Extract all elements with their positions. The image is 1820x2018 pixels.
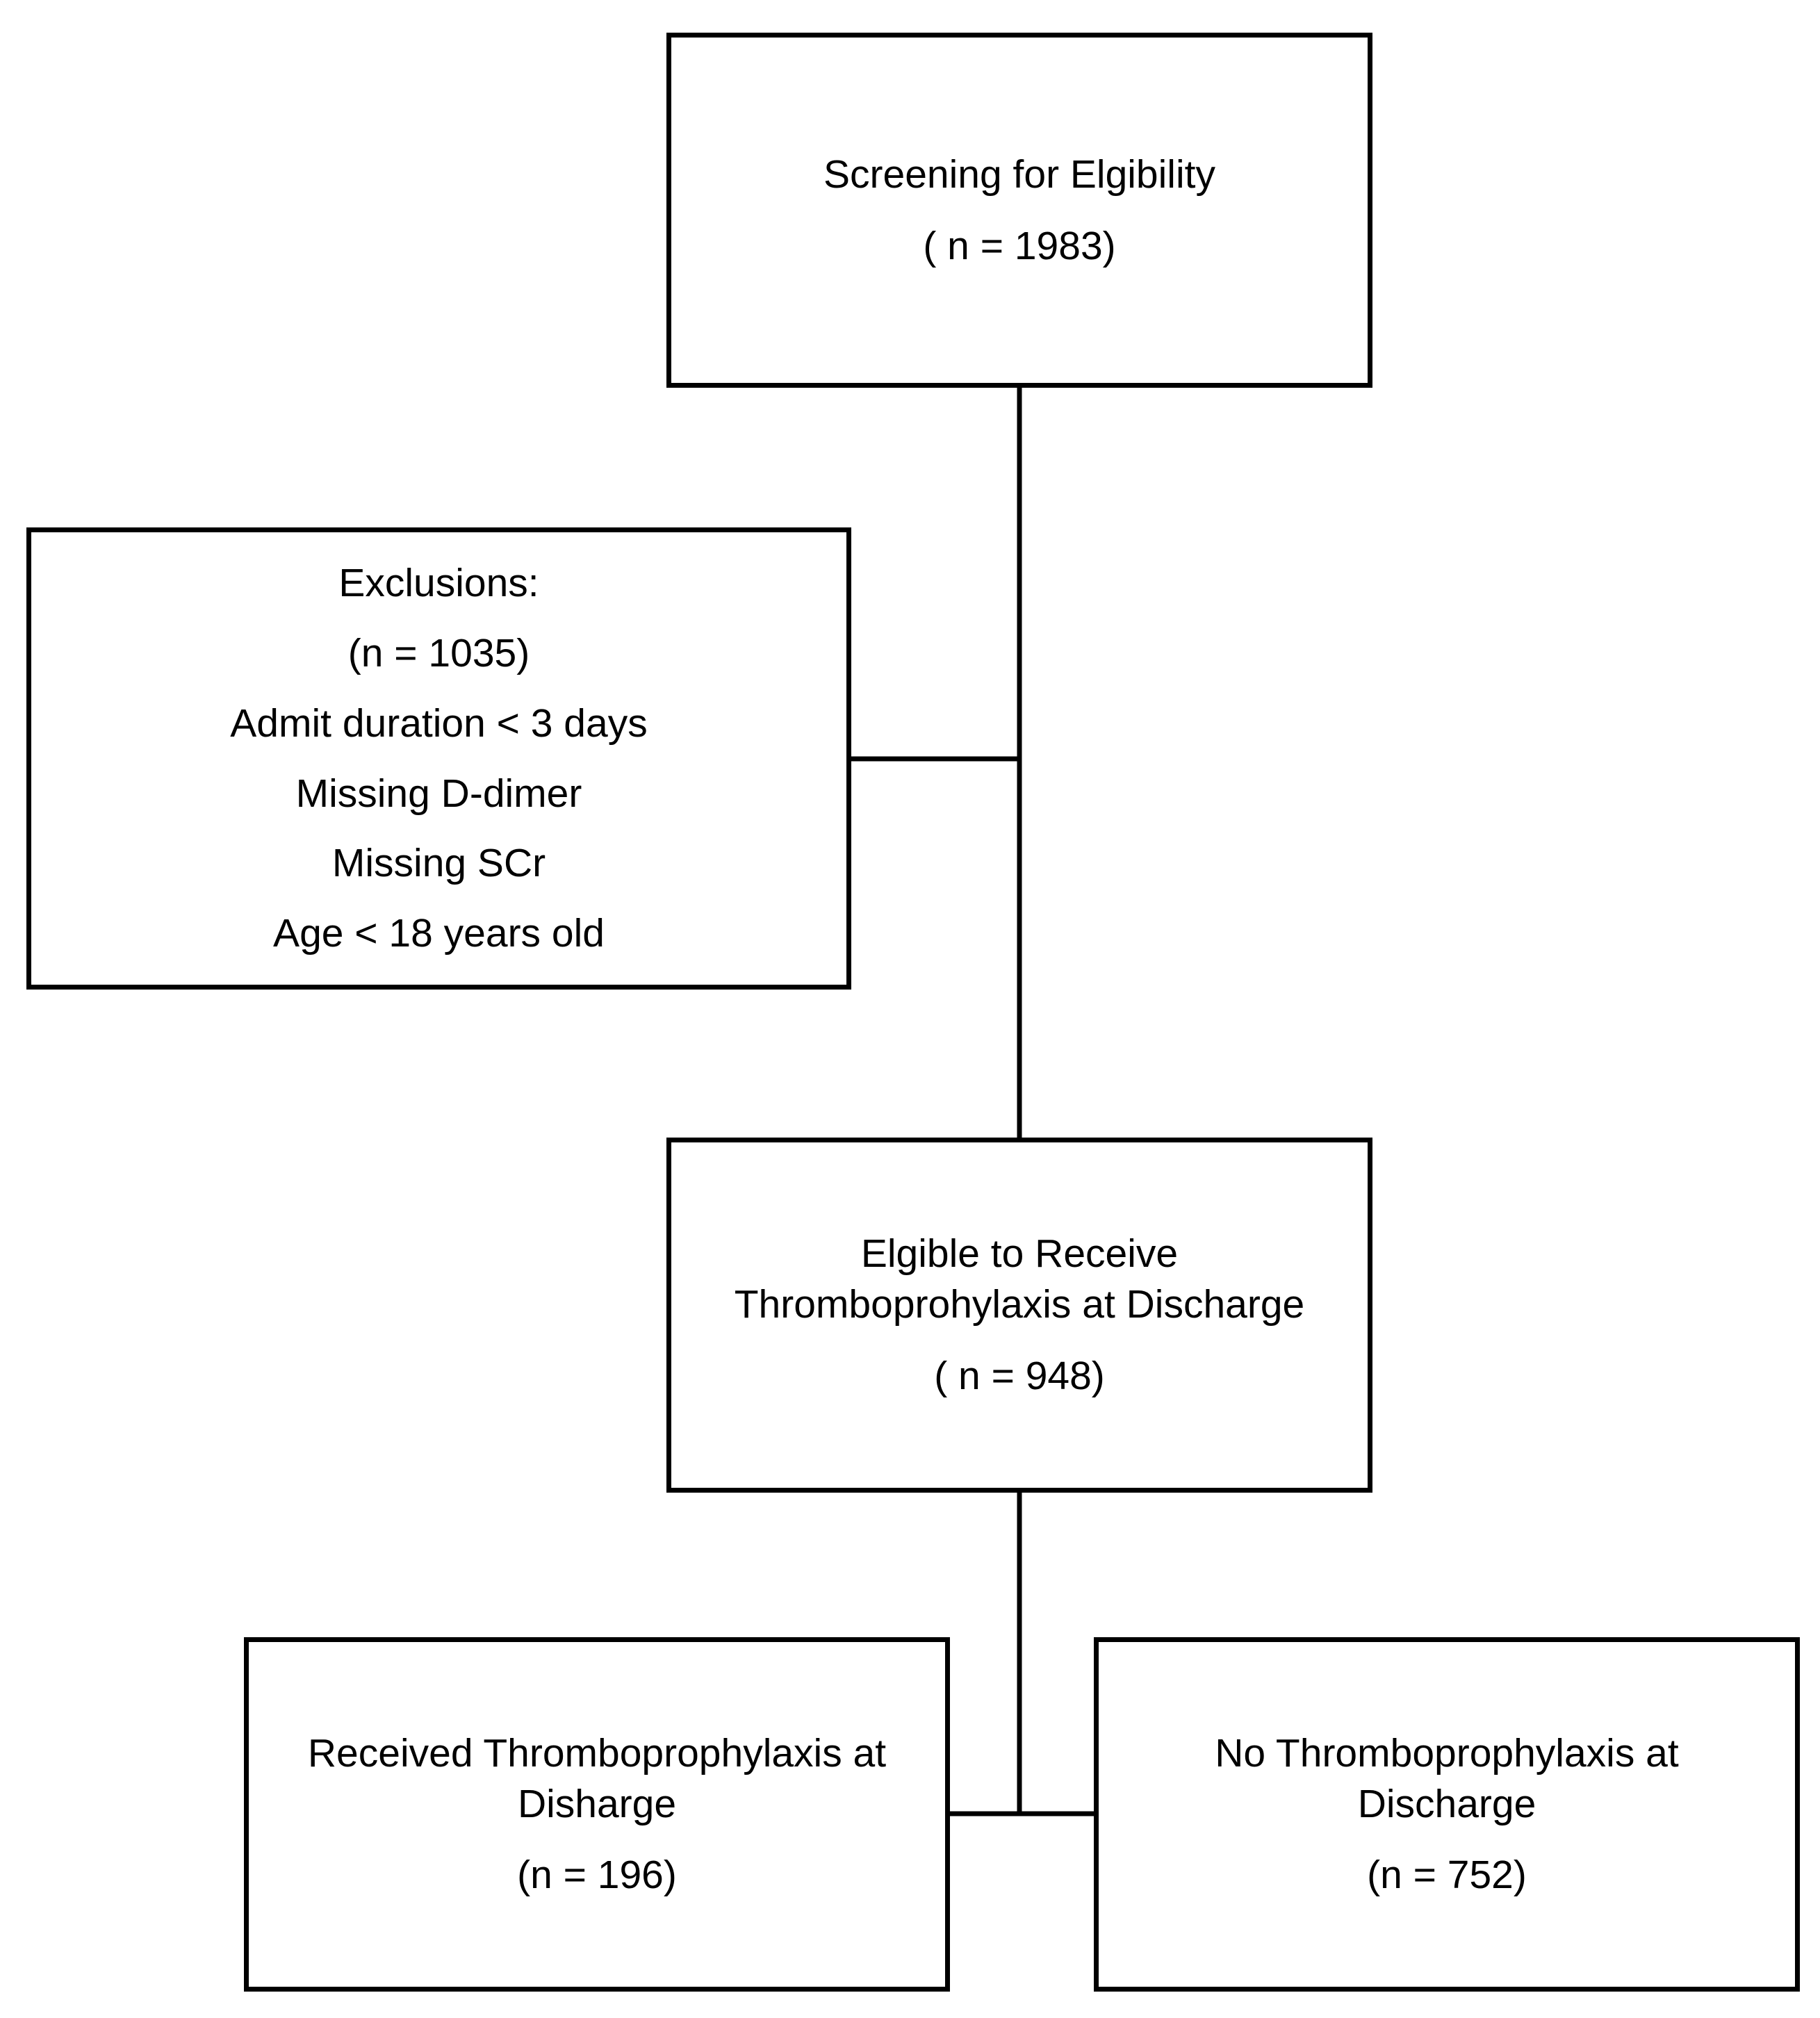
exclusion-reason-admit-duration: Admit duration < 3 days xyxy=(230,700,648,746)
received-title-line1: Received Thromboprophylaxis at xyxy=(307,1730,887,1775)
no-thromboprophylaxis-box: No Thromboprophylaxis at Discharge (n = … xyxy=(1094,1637,1800,1992)
eligible-title-line1: Elgible to Receive xyxy=(860,1231,1179,1277)
exclusions-title: Exclusions: xyxy=(338,560,539,605)
eligible-title-line2: Thromboprohylaxis at Discharge xyxy=(734,1282,1305,1327)
received-count: (n = 196) xyxy=(517,1853,677,1898)
eligible-box: Elgible to Receive Thromboprohylaxis at … xyxy=(666,1138,1372,1493)
screening-box: Screening for Elgibility ( n = 1983) xyxy=(666,33,1372,388)
exclusion-reason-missing-d-dimer: Missing D-dimer xyxy=(295,771,582,816)
exclusion-reason-age: Age < 18 years old xyxy=(273,911,605,956)
received-thromboprophylaxis-box: Received Thromboprophylaxis at Disharge … xyxy=(244,1637,950,1992)
received-title-line2: Disharge xyxy=(517,1781,677,1826)
screening-title: Screening for Elgibility xyxy=(823,151,1215,197)
no-tp-title-line1: No Thromboprophylaxis at xyxy=(1215,1730,1679,1775)
eligible-count: ( n = 948) xyxy=(934,1353,1105,1398)
screening-count: ( n = 1983) xyxy=(923,223,1116,268)
exclusions-box: Exclusions: (n = 1035) Admit duration < … xyxy=(26,527,851,990)
no-tp-title-line2: Discharge xyxy=(1357,1781,1536,1826)
no-tp-count: (n = 752) xyxy=(1367,1853,1527,1898)
exclusions-count: (n = 1035) xyxy=(347,630,530,675)
exclusion-reason-missing-scr: Missing SCr xyxy=(331,841,546,886)
